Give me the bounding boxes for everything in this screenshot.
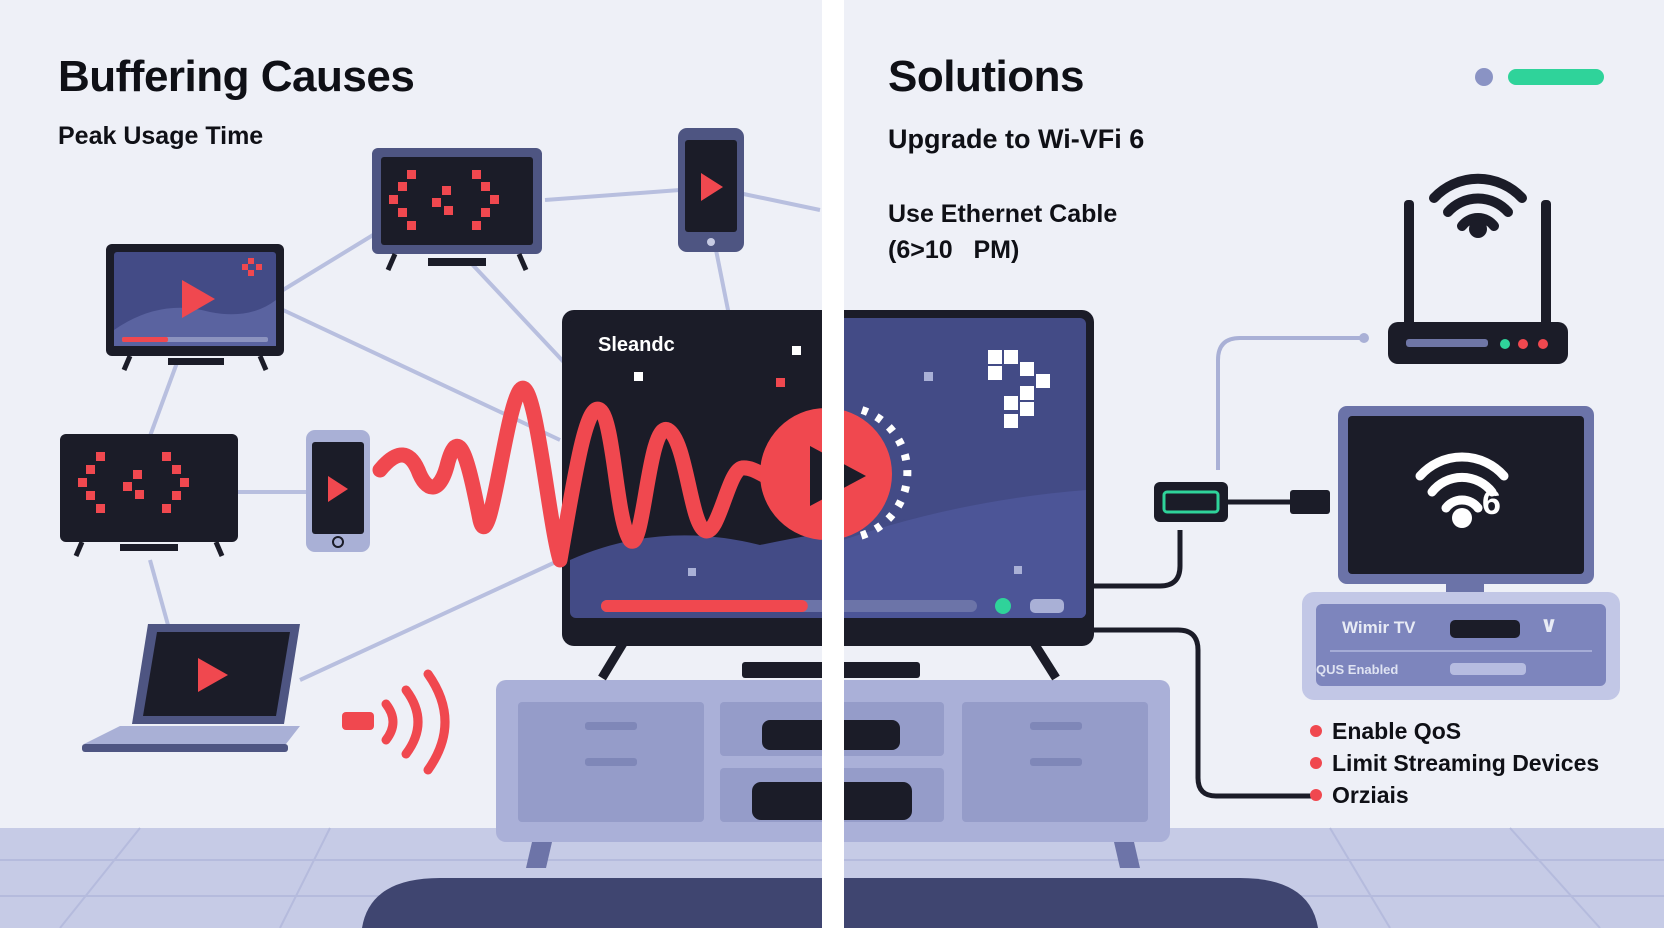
router-device	[1388, 173, 1568, 364]
bullet-item: Orziais	[1310, 782, 1409, 809]
pixel-question-icon	[988, 350, 1050, 428]
buffering-spinner-icon	[389, 170, 499, 230]
tv-device-buffering	[60, 434, 238, 557]
bullet-dot-icon	[1310, 788, 1322, 801]
left-panel-title: Buffering Causes	[58, 52, 415, 101]
play-icon	[328, 476, 348, 502]
phone-device-top	[678, 128, 744, 252]
panel-divider	[822, 0, 844, 928]
play-icon	[182, 280, 215, 318]
slider-bar	[1508, 69, 1604, 85]
play-icon	[701, 173, 723, 201]
tv-device-play	[106, 244, 284, 371]
router-settings-panel	[1302, 592, 1620, 700]
wifi6-monitor	[1338, 406, 1594, 602]
router-link	[1216, 336, 1364, 470]
ethernet-cables	[1064, 499, 1312, 799]
buffering-spinner-icon	[78, 452, 189, 513]
tip-ethernet-line1: Use Ethernet Cable	[888, 200, 1118, 228]
status-dot	[995, 598, 1011, 614]
settings-row1-label: Wimir TV	[1342, 618, 1416, 637]
progress-fill	[601, 600, 808, 612]
tip-wifi-upgrade: Upgrade to Wi-VFi 6	[888, 124, 1145, 154]
wifi-icon	[1429, 173, 1527, 231]
play-icon	[198, 658, 228, 692]
ethernet-adapter	[1154, 482, 1330, 522]
bullet-dot-icon	[1310, 756, 1322, 769]
left-panel-subtitle: Peak Usage Time	[58, 122, 264, 150]
right-panel-title: Solutions	[888, 52, 1084, 101]
wifi6-icon	[1415, 452, 1509, 513]
tv-screen-label: Sleandc	[598, 334, 675, 356]
signal-wave	[372, 380, 808, 568]
chevron-down-icon: ∨	[1540, 612, 1558, 637]
wifi6-badge: 6	[1482, 484, 1501, 522]
tip-ethernet-line2: (6>10 PM)	[888, 236, 1020, 264]
settings-row2-label: QUS Enabled	[1316, 662, 1399, 677]
bullet-dot-icon	[1310, 724, 1322, 737]
bullet-item: Limit Streaming Devices	[1310, 750, 1599, 777]
tv-device-top	[372, 148, 542, 272]
bullet-item: Enable QoS	[1310, 718, 1461, 745]
weak-signal-icon	[342, 669, 450, 775]
slider-dot	[1475, 68, 1493, 86]
phone-device-middle	[306, 430, 370, 552]
laptop-device	[82, 624, 300, 752]
